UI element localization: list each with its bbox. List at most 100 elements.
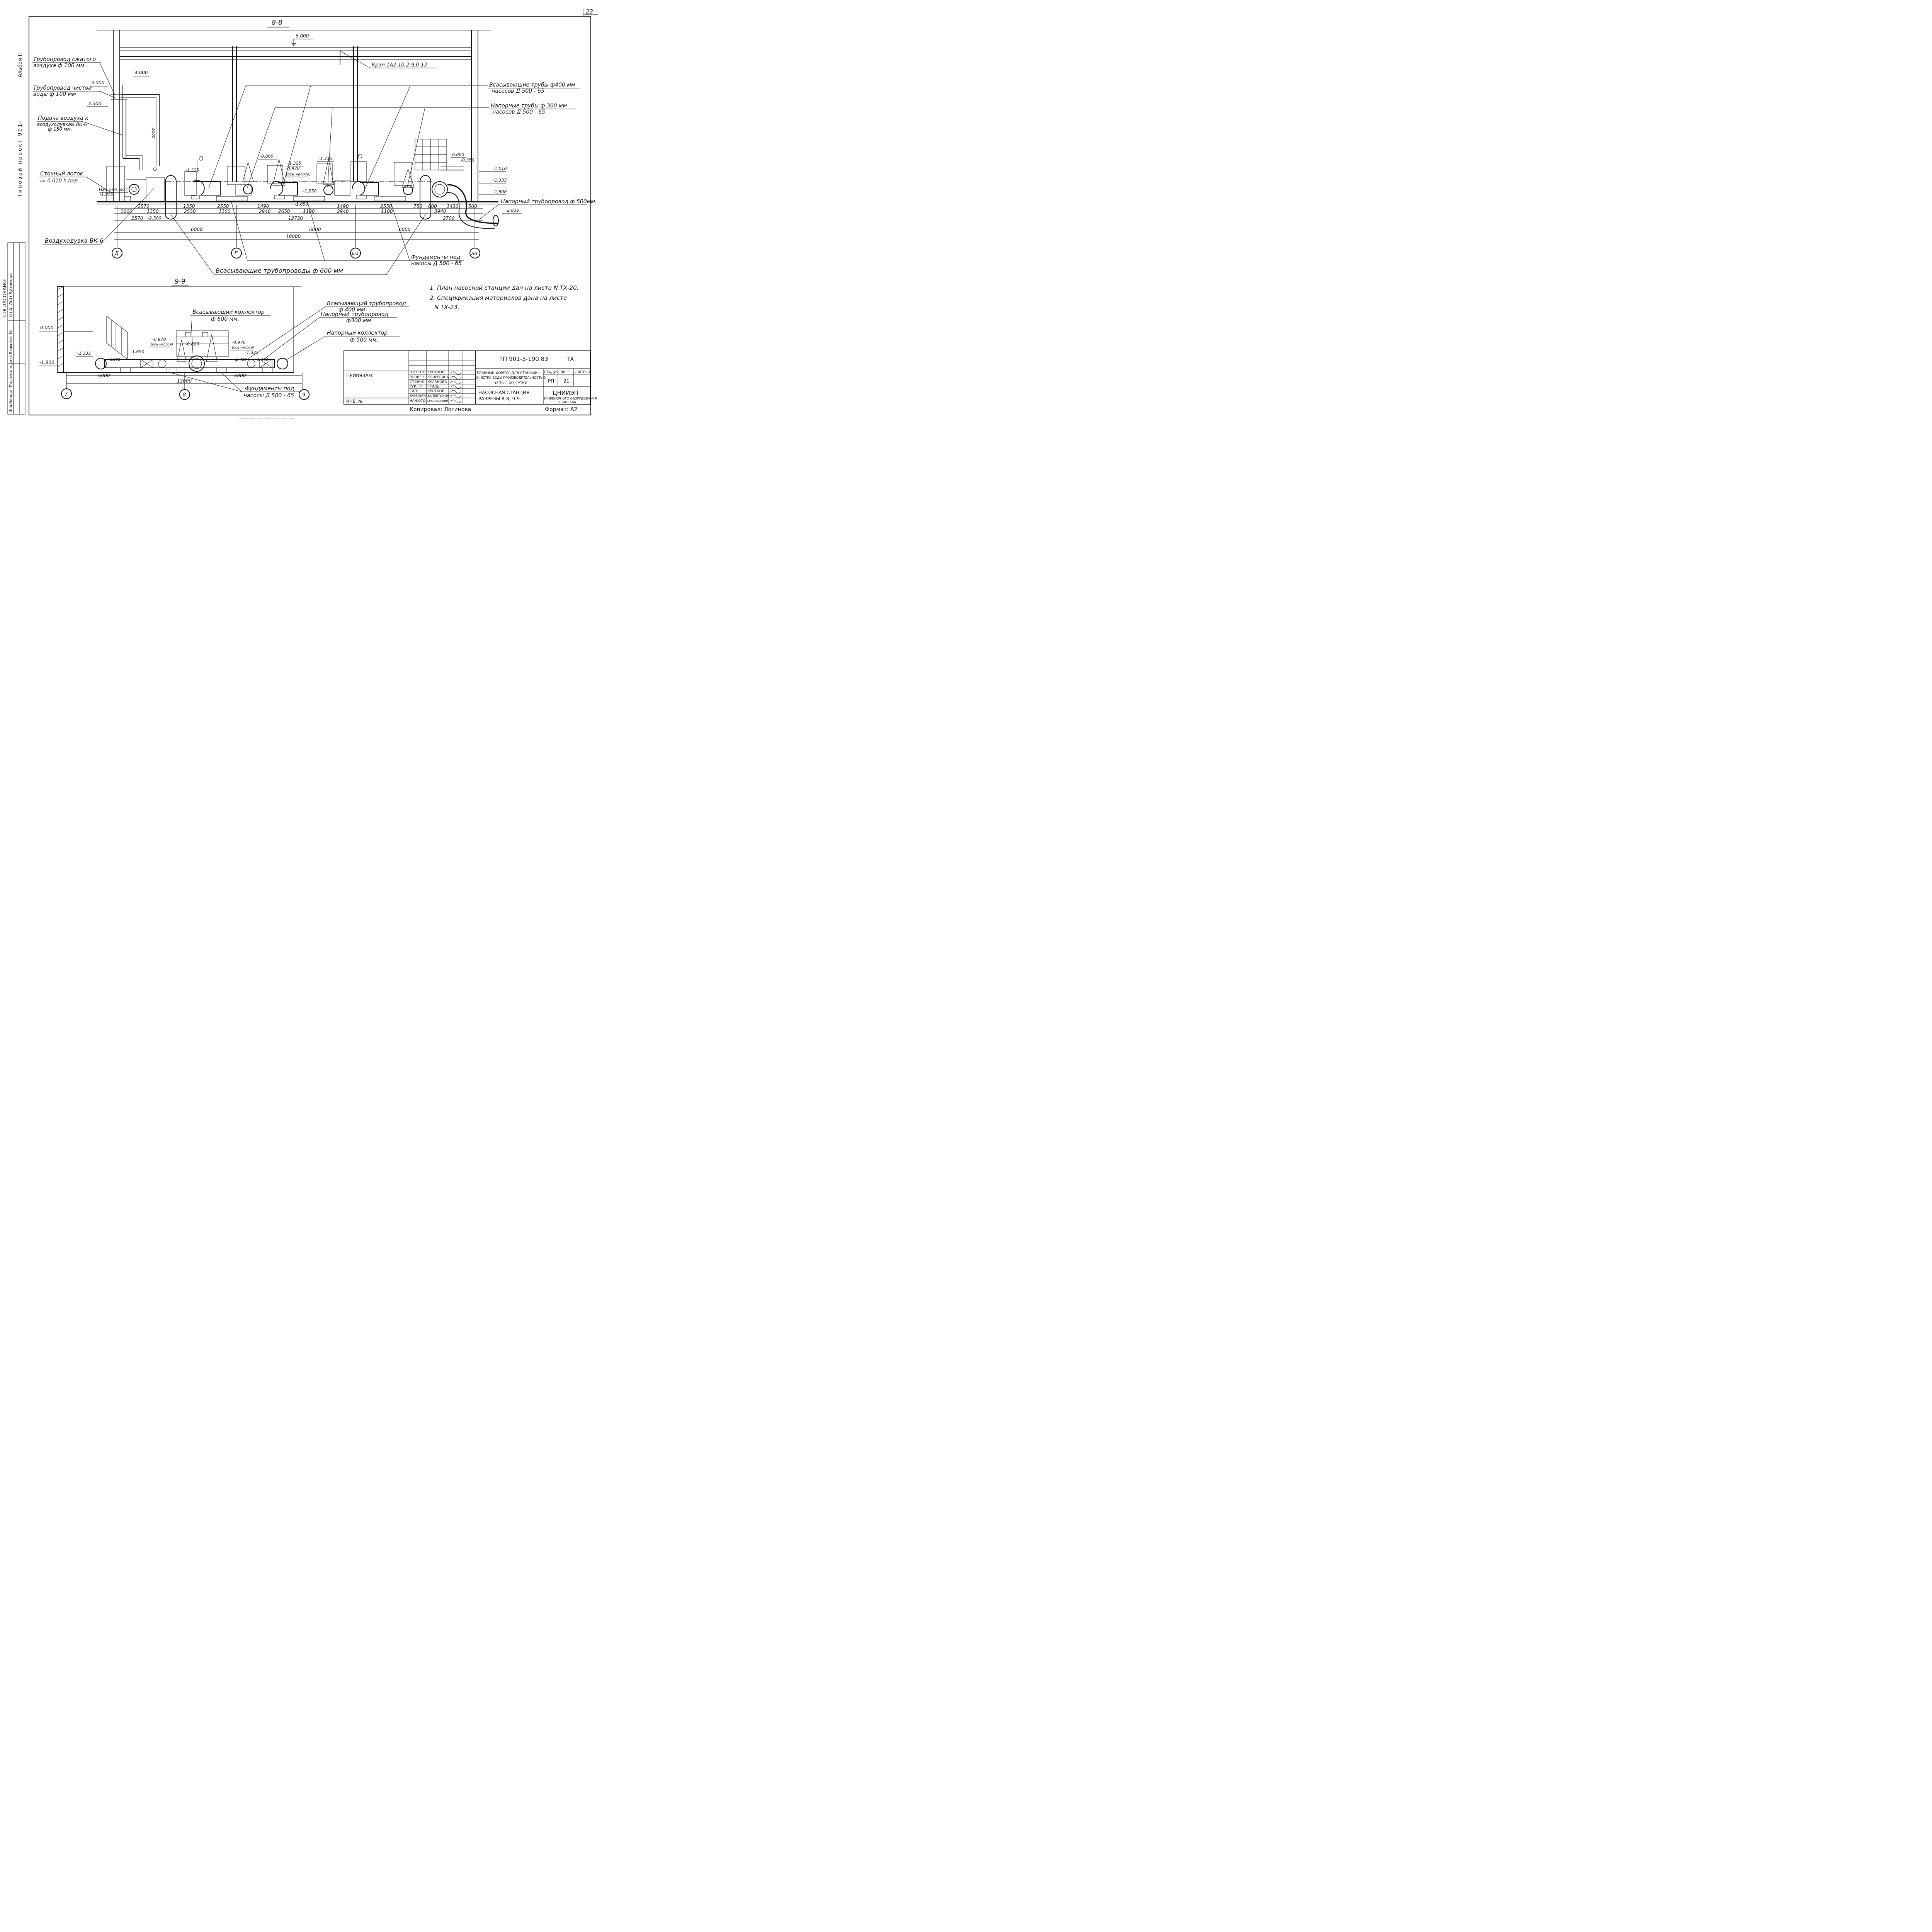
section-9-9-title: 9-9 (175, 278, 185, 286)
air-supply-label-3: ф 150 мм. (48, 126, 72, 132)
axis-bubbles-88: Д Г Б/1 А/1 (112, 243, 480, 259)
s99-foundations-2: насосы Д 500 - 65 (243, 393, 294, 399)
dim-r4-1: 6000 (309, 227, 321, 232)
level-m0970: -0,970 (286, 166, 299, 171)
suction-collector-left (95, 358, 107, 369)
name-3: ГРИЛЬ (427, 385, 439, 389)
org-name: ЦНИИЭП (553, 389, 578, 396)
name-0: КРОТКОВ (427, 371, 444, 374)
dim-r1-9: 800 (428, 204, 437, 209)
air-supply-label-1: Подача воздуха к (38, 115, 88, 121)
dim-r2-4: 2940 (337, 209, 349, 214)
signature-2 (450, 376, 462, 379)
pump-1 (184, 156, 221, 199)
sheet-number: 23 (586, 8, 593, 15)
axis-pump-label: (ось насоса) (286, 172, 311, 177)
dim-r1-8: 750 (413, 204, 422, 209)
signature-3 (450, 381, 462, 384)
dim-r3-0: 2570 (131, 216, 143, 221)
section-9-9: 9-9 (38, 278, 409, 400)
level-m2835: -2,835 (505, 208, 519, 213)
org-full-1: ИНЖЕНЕРНОГО ОБОРУДОВАНИЯ (544, 397, 597, 400)
pump-6 (394, 139, 448, 197)
axis-A1: А/1 (471, 252, 478, 256)
level-m0800: -0,800 (260, 154, 273, 159)
s99-suction-collector-2: ф 600 мм. (211, 316, 239, 322)
sheet-frame: 23 (29, 8, 598, 415)
level-m1325b: -1,325 (287, 161, 301, 166)
signature-7 (450, 400, 462, 403)
s99-level-m1650: -1,650 (131, 349, 144, 354)
drawing-sheet: 23 Альбом II Типовой проект 901- СОГЛАСО… (2, 8, 598, 418)
wall-left (57, 286, 64, 373)
format-label: Формат: А2 (545, 406, 577, 413)
project-label: Типовой проект 901- (17, 120, 23, 197)
dim-r1-7: 2550 (380, 204, 392, 209)
dim-r2-3: 1100 (303, 209, 315, 214)
foundations-label-2: насосы Д 500 - 65 (411, 260, 462, 267)
dim-r2-1: 1100 (219, 209, 231, 214)
level-m1800: -1,800 (493, 189, 507, 194)
album-label: Альбом II (17, 53, 23, 77)
dim-r1-5: 2650 (278, 209, 290, 214)
level-m2500: -2,500 (148, 216, 161, 221)
note-2: 2. Спецификация материалов дана на листе (430, 294, 567, 301)
dept-label: ОТД. АСП Кузнецов (8, 273, 13, 317)
dim-r4-2: 6000 (399, 227, 411, 232)
name-1: КОЧЕРГИНА (427, 376, 449, 379)
description-2: ОЧИСТКИ ВОДЫ ПРОИЗВОДИТЕЛЬНОСТЬЮ (476, 376, 546, 379)
building-columns (97, 30, 491, 201)
signature-4 (450, 385, 462, 389)
drain-label-2: i= 0.010 h пер. (40, 178, 79, 184)
note-3: N ТХ-23. (434, 304, 459, 311)
foundations-label-1: Фундаменты под (411, 254, 460, 260)
level-m1325a: -1,325 (185, 168, 199, 173)
dim-total: 18000 (286, 234, 301, 239)
s99-level-m1800: -1,800 (39, 360, 54, 365)
copied-by: Копировал: Логинова (410, 406, 471, 413)
level-m1950: -1.950 (100, 192, 113, 197)
description-1: ГЛАВНЫЙ КОРПУС ДЛЯ СТАНЦИИ (477, 371, 537, 375)
sheet-title-2: РАЗРЕЗЫ 8-8; 9-9. (478, 396, 521, 401)
s99-suction-collector-1: Всасывающий коллектор (192, 309, 265, 315)
pump-level-marks: -0,800 -1,325 -1,325 -0,970 (ось насоса)… (148, 152, 522, 221)
drain-label-1: Сточный лоток (40, 171, 83, 177)
s99-axis-8: 8 (183, 392, 186, 398)
description-3: 32 ТЫС. М3/СУТКИ (494, 381, 527, 385)
side-strip: Альбом II Типовой проект 901- СОГЛАСОВАН… (2, 53, 26, 415)
section-8-8: 8-8 6.000 Кран 1А2-10,2-9 (32, 19, 597, 275)
pump-5 (350, 154, 379, 199)
dim-r4-0: 6000 (191, 227, 203, 232)
blower-unit (106, 166, 165, 202)
dim-r2-0: 2530 (184, 209, 196, 214)
name-4: КРОТКОВ (427, 389, 444, 393)
s99-level-m1325: -1,325 (245, 350, 259, 355)
level-m1250: -1,250 (303, 189, 316, 194)
drain-start-label: Нач.отм. лот. (99, 187, 129, 192)
role-5: ЗАМ.НАЧ (410, 394, 426, 398)
pump-line (165, 139, 499, 229)
s99-level-0000: 0.000 (40, 325, 54, 330)
dim-r1-4: 1490 (257, 204, 269, 209)
dim-r1-1: 2570 (138, 204, 150, 209)
axis-D: Д (114, 251, 119, 257)
name-2: КУЛАКОВА (427, 380, 447, 384)
role-6: НАЧ.ОТД (410, 399, 426, 403)
s99-dim-total: 12000 (177, 378, 192, 384)
service-pipes: ф100 (111, 85, 160, 170)
s99-axis-pump-a: (ось насоса) (151, 343, 173, 347)
pipe-d100-label: ф100 (151, 128, 155, 138)
section-8-8-title: 8-8 (272, 19, 282, 27)
role-3: РУК.ГР. (410, 385, 423, 389)
s99-foundations-1: Фундаменты под (245, 386, 294, 392)
sheet-value: 21 (563, 378, 569, 384)
role-2: СТ.ИНЖ. (410, 380, 425, 384)
privyazan-label: ПРИВЯЗАН: (346, 373, 374, 378)
pump-3 (267, 159, 298, 199)
s99-level-m0970a: -0,970 (152, 337, 166, 342)
note-1: 1. План насосной станции дан на листе N … (430, 284, 578, 291)
drawing-code: ТП 901-3-190.83 (499, 355, 548, 362)
s99-suction-pipe-1: Всасывающий трубопровод (327, 301, 406, 307)
compressed-air-label-1: Трубопровод сжатого (33, 56, 96, 63)
dim-r1-3: 2550 (217, 204, 229, 209)
